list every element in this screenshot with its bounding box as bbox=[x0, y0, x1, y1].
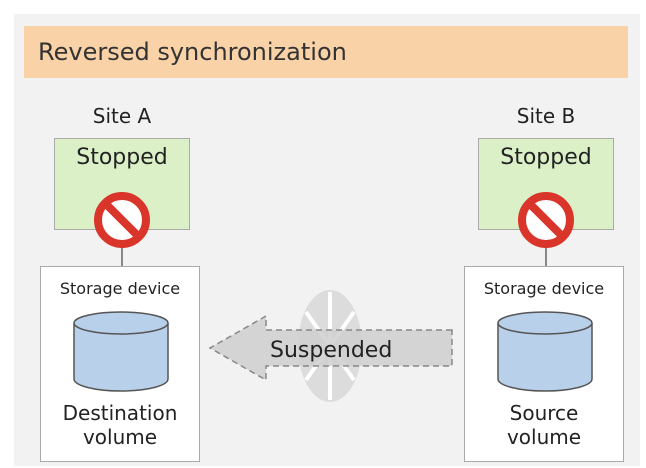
site-a-server-status: Stopped bbox=[76, 145, 168, 170]
site-b-volume-label: Source volume bbox=[465, 401, 623, 449]
site-a-volume-label: Destination volume bbox=[41, 401, 199, 449]
site-b-server-status: Stopped bbox=[500, 145, 592, 170]
site-a-server: Stopped bbox=[54, 138, 190, 230]
diagram-title: Reversed synchronization bbox=[38, 38, 347, 66]
site-a-connector bbox=[121, 230, 123, 268]
site-a-label: Site A bbox=[92, 104, 152, 128]
site-b-connector bbox=[545, 230, 547, 268]
site-b-volume-line1: Source bbox=[509, 401, 579, 425]
title-banner: Reversed synchronization bbox=[24, 26, 628, 78]
transfer-arrow bbox=[208, 290, 453, 402]
site-b-prohibit-icon bbox=[518, 192, 574, 248]
transfer-status-label: Suspended bbox=[270, 338, 393, 363]
reverse-direction-arrow bbox=[208, 314, 453, 382]
site-b-storage-label: Storage device bbox=[483, 279, 605, 298]
site-a-volume-cylinder-icon bbox=[73, 311, 169, 392]
site-a-storage-label: Storage device bbox=[59, 279, 181, 298]
site-a-volume-line2: volume bbox=[82, 425, 158, 449]
site-b-label: Site B bbox=[516, 104, 576, 128]
site-b-volume-cylinder-icon bbox=[497, 311, 593, 392]
site-a-prohibit-icon bbox=[94, 192, 150, 248]
site-a-storage-device: Storage device Destination volume bbox=[40, 266, 200, 462]
site-b-volume-line2: volume bbox=[506, 425, 582, 449]
site-a-volume-line1: Destination bbox=[62, 401, 178, 425]
site-b-storage-device: Storage device Source volume bbox=[464, 266, 624, 462]
